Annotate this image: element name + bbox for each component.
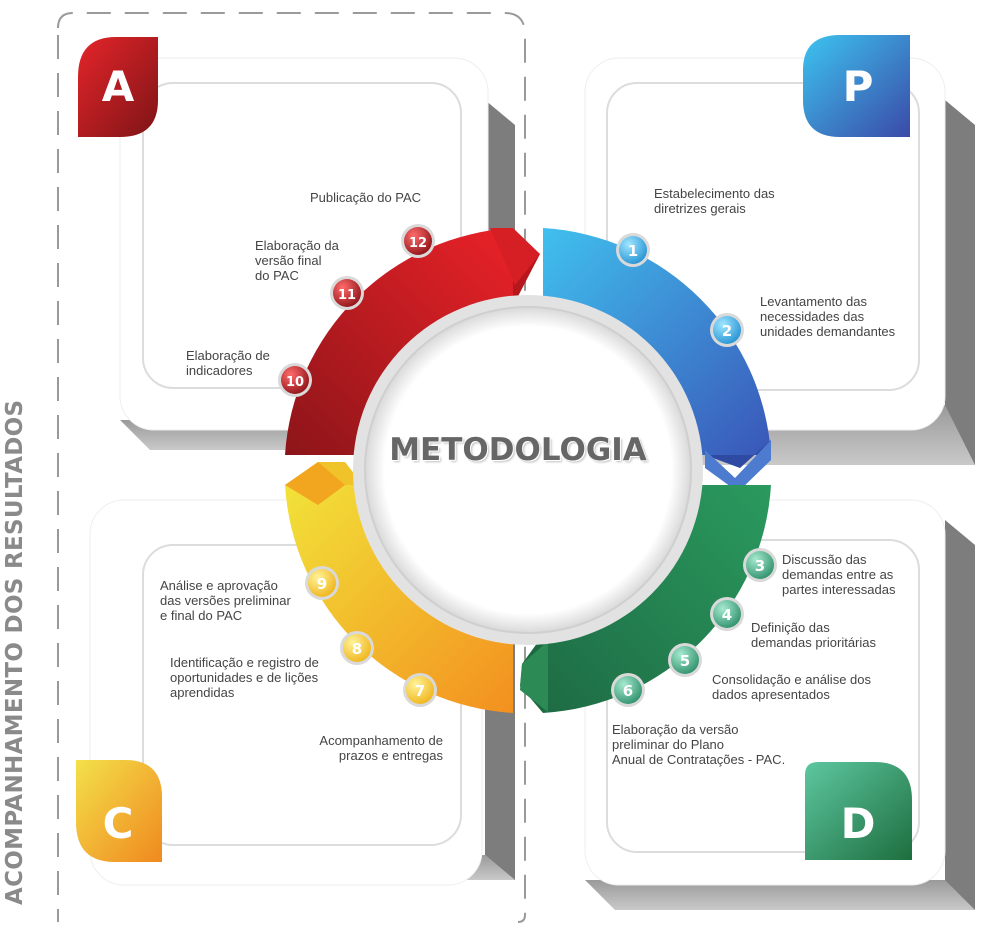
svg-text:3: 3 [755,557,765,575]
quadrant-p-letter: P [843,62,874,111]
svg-text:10: 10 [286,375,304,390]
step-ball-10: 10 [278,363,312,397]
svg-text:2: 2 [722,322,732,340]
quadrant-d-letter: D [841,799,876,848]
quadrant-d-badge [805,762,912,860]
quadrant-p-badge [803,35,910,137]
step-ball-12: 12 [401,224,435,258]
step-label-6: Elaboração da versão preliminar do Plano… [612,722,786,767]
center-title: METODOLOGIA [389,432,647,468]
svg-text:11: 11 [338,288,356,303]
arc-act [285,228,513,455]
arc-plan [543,228,771,455]
svg-text:7: 7 [415,682,425,700]
svg-text:12: 12 [409,236,427,251]
step-label-9: Análise e aprovação das versões prelimin… [160,578,291,623]
step-label-3: Discussão das demandas entre as partes i… [782,552,896,597]
quadrant-a-letter: A [102,62,135,111]
step-ball-1: 1 [616,233,650,267]
step-label-2: Levantamento das necessidades das unidad… [760,294,896,339]
svg-text:6: 6 [623,682,633,700]
svg-text:1: 1 [628,242,638,260]
svg-text:5: 5 [680,652,690,670]
step-ball-2: 2 [710,313,744,347]
step-ball-11: 11 [330,276,364,310]
quadrant-c-letter: C [103,799,134,848]
side-label-acompanhamento: ACOMPANHAMENTO DOS RESULTADOS [2,399,28,905]
step-ball-9: 9 [305,566,339,600]
step-label-7: Acompanhamento de prazos e entregas [319,733,443,763]
svg-text:4: 4 [722,606,732,624]
step-ball-6: 6 [611,673,645,707]
step-ball-5: 5 [668,643,702,677]
dashed-bracket [57,12,526,923]
step-label-5: Consolidação e análise dos dados apresen… [712,672,871,702]
quadrant-a-badge [78,37,158,137]
step-label-12: Publicação do PAC [310,190,422,205]
step-ball-4: 4 [710,597,744,631]
arc-do [543,485,771,713]
step-ball-3: 3 [743,548,777,582]
step-label-10: Elaboração de indicadores [186,348,270,378]
quadrant-c-badge [76,760,162,862]
step-ball-8: 8 [340,631,374,665]
svg-text:8: 8 [352,640,362,658]
step-label-1: Estabelecimento das diretrizes gerais [654,186,775,216]
step-label-4: Definição das demandas prioritárias [751,620,877,650]
arc-check [285,485,513,713]
step-ball-7: 7 [403,673,437,707]
step-label-8: Identificação e registro de oportunidade… [170,655,319,700]
center-disc [364,306,692,634]
step-label-11: Elaboração da versão final do PAC [255,238,339,283]
svg-text:9: 9 [317,575,327,593]
